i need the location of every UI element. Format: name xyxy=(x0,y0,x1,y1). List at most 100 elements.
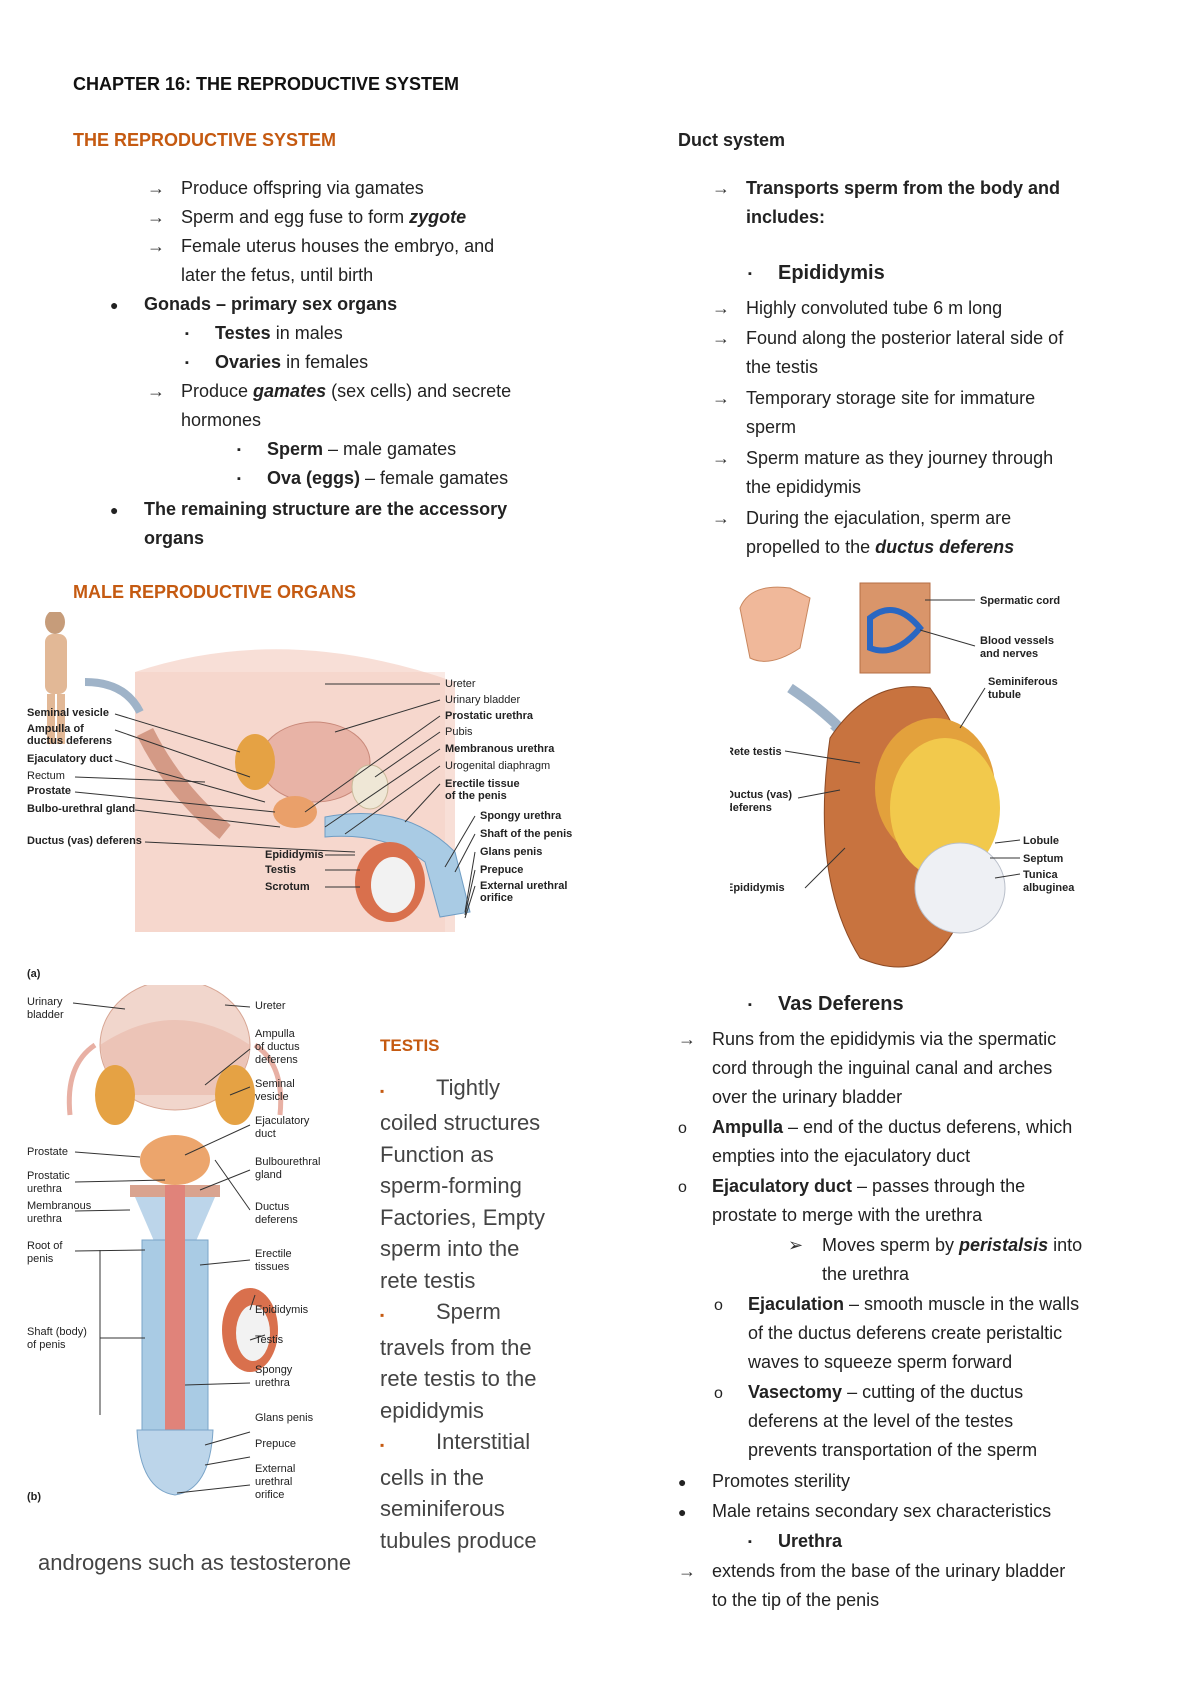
label-prostate: Prostate xyxy=(27,1146,68,1158)
label-prostate: Prostate xyxy=(27,785,71,797)
list-item-cont: of the ductus deferens create peristalti… xyxy=(748,1323,1063,1343)
section-title-reproductive-system: THE REPRODUCTIVE SYSTEM xyxy=(73,130,337,150)
testis-line: sperm into the xyxy=(380,1236,520,1261)
arrow-icon: → xyxy=(147,236,165,256)
label-shaft-penis: Shaft of the penis xyxy=(480,828,572,840)
subsection-epididymis: ▪Epididymis xyxy=(748,262,885,284)
testis-line: rete testis xyxy=(380,1267,476,1293)
arrow-icon: → xyxy=(147,178,165,198)
label-ejaculatory-duct-2: duct xyxy=(255,1128,276,1140)
label-external-urethral-2: urethral xyxy=(255,1476,292,1488)
label-prostatic-urethra-2: urethra xyxy=(27,1183,63,1195)
testis-line: tubules produce xyxy=(380,1527,537,1553)
section-title-male-organs: MALE REPRODUCTIVE ORGANS xyxy=(73,582,357,602)
testis-line: sperm-forming xyxy=(380,1173,522,1198)
list-item-cont: prostate to merge with the urethra xyxy=(712,1205,983,1225)
label-bulbo-urethral: Bulbo-urethral gland xyxy=(27,803,135,815)
arrow-icon: → xyxy=(712,388,730,408)
square-bullet-icon: ▪ xyxy=(748,267,752,280)
testis-title: TESTIS xyxy=(380,1036,440,1055)
label-prostatic-urethra: Prostatic xyxy=(27,1170,70,1182)
list-item: →Found along the posterior lateral side … xyxy=(712,324,1063,353)
label-ureter: Ureter xyxy=(445,678,476,690)
arrow-icon: → xyxy=(678,1561,696,1581)
label-root-penis-2: penis xyxy=(27,1253,54,1265)
figure-sagittal-section: Seminal vesicle Ampulla of ductus defere… xyxy=(27,612,572,980)
arrow-icon: → xyxy=(712,178,730,198)
panel-label-a: (a) xyxy=(27,968,41,980)
label-blood-vessels-2: and nerves xyxy=(980,648,1038,660)
list-item-cont: hormones xyxy=(181,410,262,430)
list-item-cont: empties into the ejaculatory duct xyxy=(712,1146,971,1166)
list-item: →Temporary storage site for immature xyxy=(712,384,1035,413)
label-ejaculatory-duct: Ejaculatory xyxy=(255,1115,310,1127)
list-item: ▪Sperm – male gamates xyxy=(237,435,456,465)
list-item: ▪Ovaries in females xyxy=(185,348,368,378)
list-item: ▪Ova (eggs) – female gamates xyxy=(237,464,508,494)
square-bullet-icon: ▪ xyxy=(748,998,752,1011)
list-item-cont: over the urinary bladder xyxy=(712,1087,903,1107)
testis-line: travels from the xyxy=(380,1334,532,1360)
square-bullet-icon: ▪ xyxy=(185,356,189,369)
testis-line: Function as xyxy=(380,1141,494,1167)
label-ductus-deferens-2: deferens xyxy=(255,1214,298,1226)
testis-line: ▪Interstitial xyxy=(380,1426,560,1462)
label-epididymis: Epididymis xyxy=(255,1304,309,1316)
bullet-icon: ● xyxy=(678,1504,687,1520)
label-ductus-deferens: Ductus xyxy=(255,1201,290,1213)
label-rectum: Rectum xyxy=(27,770,65,782)
square-bullet-icon: ▪ xyxy=(380,1438,385,1452)
label-septum: Septum xyxy=(1023,853,1064,865)
list-item-cont: to the tip of the penis xyxy=(712,1590,880,1610)
list-item: ●Gonads – primary sex organs xyxy=(110,290,397,320)
list-item: ▪Testes in males xyxy=(185,319,343,349)
label-bulbourethral-2: gland xyxy=(255,1169,282,1181)
label-erectile-tissue: Erectile tissue xyxy=(445,778,520,790)
list-item: →Sperm and egg fuse to form zygote xyxy=(147,203,466,232)
label-spongy-urethra: Spongy urethra xyxy=(480,810,562,822)
list-item-cont: later the fetus, until birth xyxy=(181,265,374,285)
list-item: →Produce offspring via gamates xyxy=(147,174,424,203)
testis-line: Factories, Empty xyxy=(380,1204,546,1230)
label-bulbourethral: Bulbourethral xyxy=(255,1156,320,1168)
label-urogenital-diaphragm: Urogenital diaphragm xyxy=(445,760,550,772)
list-item: ▪Urethra xyxy=(748,1527,842,1557)
panel-label-b: (b) xyxy=(27,1491,41,1503)
label-lobule: Lobule xyxy=(1023,835,1059,847)
testis-line: seminiferous xyxy=(380,1496,505,1521)
list-item: →Runs from the epididymis via the sperma… xyxy=(678,1025,1056,1054)
label-prepuce: Prepuce xyxy=(480,864,523,876)
bullet-icon: ● xyxy=(110,502,119,518)
list-item: →Transports sperm from the body and xyxy=(712,174,1060,203)
circle-bullet-icon: o xyxy=(714,1297,723,1314)
square-bullet-icon: ▪ xyxy=(185,327,189,340)
square-bullet-icon: ▪ xyxy=(380,1083,385,1098)
list-item: ●Promotes sterility xyxy=(678,1467,850,1497)
section-title-duct-system: Duct system xyxy=(678,130,786,150)
label-external-urethral: External xyxy=(255,1463,295,1475)
label-erectile-tissue-2: of the penis xyxy=(445,790,507,802)
circle-bullet-icon: o xyxy=(714,1385,723,1402)
label-glans-penis: Glans penis xyxy=(255,1412,314,1424)
list-item-cont: organs xyxy=(144,528,205,548)
list-item: ➢Moves sperm by peristalsis into xyxy=(788,1231,1082,1260)
label-ampulla: Ampulla xyxy=(255,1028,296,1040)
bullet-icon: ● xyxy=(110,297,119,313)
label-ductus-vas: Ductus (vas) xyxy=(730,789,792,801)
label-external-urethral-2: orifice xyxy=(480,892,513,904)
label-urinary-bladder: Urinary xyxy=(27,996,63,1008)
testis-line: ▪Sperm xyxy=(380,1296,560,1332)
label-erectile-tissues: Erectile xyxy=(255,1248,292,1260)
list-item-cont: the urethra xyxy=(822,1264,910,1284)
list-item-cont: sperm xyxy=(746,417,797,437)
label-prostatic-urethra: Prostatic urethra xyxy=(445,710,534,722)
arrow-icon: → xyxy=(678,1029,696,1049)
label-epididymis: Epididymis xyxy=(265,849,324,861)
list-item: →Female uterus houses the embryo, and xyxy=(147,232,494,261)
list-item: →Sperm mature as they journey through xyxy=(712,444,1053,473)
label-external-urethral-3: orifice xyxy=(255,1489,284,1501)
label-membranous-urethra: Membranous xyxy=(27,1200,92,1212)
list-item-cont: includes: xyxy=(746,207,826,227)
